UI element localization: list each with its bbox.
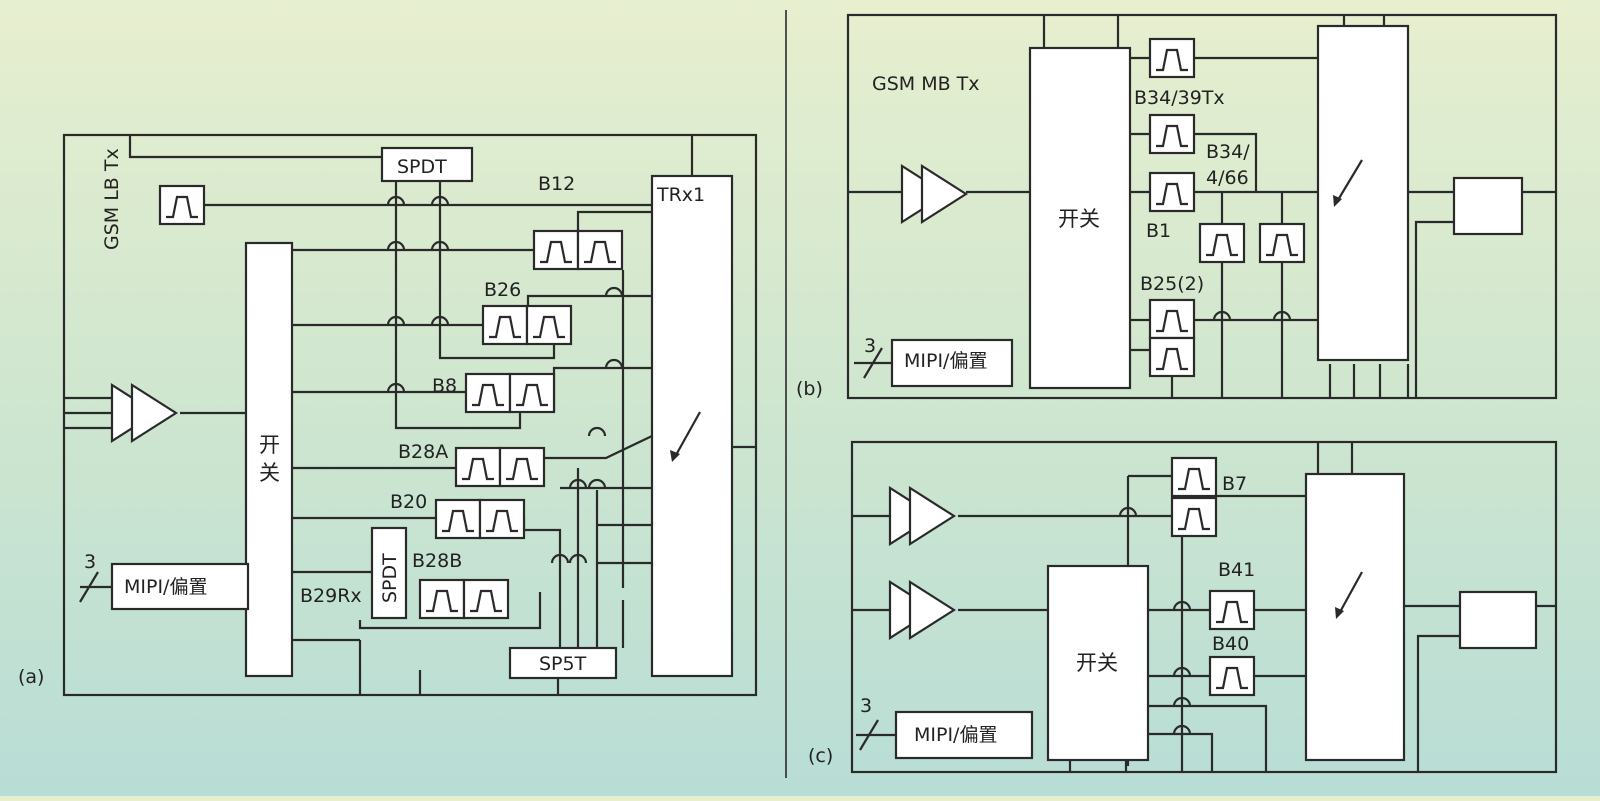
panel-c-output-switch — [1458, 590, 1538, 650]
panel-a-filter-b20-2 — [478, 498, 526, 540]
panel-a-band-b26: B26 — [484, 279, 521, 301]
panel-b-filter-x1 — [1198, 222, 1246, 264]
panel-b-filter-b25-2 — [1148, 336, 1196, 378]
panel-a-trx-label: TRx1 — [656, 184, 705, 206]
panel-a-filter-gsm — [158, 184, 206, 226]
panel-b-switch-label: 开关 — [1058, 207, 1100, 231]
panel-c-switch — [1046, 564, 1150, 762]
panel-b-filter-b1 — [1148, 171, 1196, 213]
panel-b-band-b34-line2: 4/66 — [1206, 167, 1249, 189]
panel-b-filter-b25-1 — [1148, 298, 1196, 340]
panel-a-mipi-bus — [79, 571, 112, 603]
panel-a-spdt-top — [380, 146, 474, 183]
panel-a-filter-b8-1 — [464, 372, 512, 414]
panel-b-band-b3439: B34/39Tx — [1134, 87, 1225, 109]
panel-b-tag: (b) — [796, 378, 823, 400]
panel-b-filter-x2 — [1258, 222, 1306, 264]
panel-b-mipi-box — [890, 338, 1014, 388]
panel-c-filter-b40 — [1208, 655, 1256, 697]
panel-a-tuner-arrow — [675, 411, 701, 456]
panel-a-band-b20: B20 — [390, 491, 427, 513]
panel-b-switch — [1028, 46, 1132, 390]
panel-a-filter-b12-2 — [576, 229, 624, 271]
panel-a-filter-b26-1 — [481, 304, 529, 346]
panel-c-amplifier-1 — [888, 486, 956, 546]
panel-a-filter-b12-1 — [532, 229, 580, 271]
panel-a-tag: (a) — [18, 666, 44, 688]
panel-c-tag: (c) — [808, 745, 833, 767]
panel-a-spdt-top-label: SPDT — [397, 156, 447, 178]
panel-a-spdt-mid-label: SPDT — [379, 553, 401, 603]
panel-c-amplifier-2 — [888, 580, 956, 640]
panel-a-switch-label-2: 关 — [259, 461, 280, 485]
panel-a-filter-b28a-1 — [454, 446, 502, 488]
panel-a-sp5t — [508, 646, 618, 680]
panel-b-filter-b3439 — [1148, 37, 1196, 79]
panel-a-band-b12: B12 — [538, 173, 575, 195]
panel-a-switch-label-1: 开 — [259, 433, 280, 457]
panel-c-band-b7: B7 — [1222, 473, 1247, 495]
panel-a-spdt-mid — [370, 526, 408, 620]
panel-b-mipi-label: MIPI/偏置 — [904, 350, 987, 372]
panel-a-sp5t-label: SP5T — [539, 653, 587, 675]
panel-a-band-b8: B8 — [432, 375, 457, 397]
panel-c-tuner — [1304, 472, 1406, 762]
panel-a-switch — [244, 241, 294, 678]
panel-a: (a) GSM LB Tx 开 关 SPDT SPDT SP5T TRx1 MI… — [18, 133, 758, 697]
panel-b: (b) GSM MB Tx 开关 MIPI/偏置 3 B34/39Tx B34/… — [796, 13, 1558, 400]
panel-c: (c) 开关 MIPI/偏置 3 B7 B41 B40 — [808, 440, 1558, 774]
panel-b-band-b34-line1: B34/ — [1206, 141, 1250, 163]
panel-a-mipi-label: MIPI/偏置 — [124, 576, 207, 598]
panel-b-band-b25: B25(2) — [1140, 273, 1204, 295]
panel-c-band-b41: B41 — [1218, 559, 1255, 581]
panel-b-filter-b34 — [1148, 113, 1196, 155]
panel-b-frame — [846, 13, 1558, 400]
panel-a-mipi-count: 3 — [84, 551, 96, 573]
panel-b-tuner — [1316, 24, 1410, 362]
panel-a-gsm-label: GSM LB Tx — [101, 148, 123, 250]
panel-a-band-b28a: B28A — [398, 441, 448, 463]
panel-a-filter-b20-1 — [434, 498, 482, 540]
panel-c-band-b40: B40 — [1212, 633, 1249, 655]
panel-b-mipi-count: 3 — [864, 335, 876, 357]
panel-c-filter-b41 — [1208, 589, 1256, 631]
panel-b-mipi-bus — [854, 347, 892, 379]
panel-b-output-switch — [1452, 176, 1524, 236]
panel-b-band-b1: B1 — [1146, 220, 1171, 242]
panel-a-band-b29: B29Rx — [300, 585, 362, 607]
panel-a-amplifier — [110, 383, 178, 443]
panel-a-filter-b26-2 — [525, 304, 573, 346]
panel-b-tuner-arrow — [1337, 159, 1363, 201]
panel-c-mipi-label: MIPI/偏置 — [914, 724, 997, 746]
panel-a-filter-b28b-1 — [418, 578, 466, 620]
panel-b-gsm-label: GSM MB Tx — [872, 73, 980, 95]
panel-c-switch-label: 开关 — [1076, 651, 1118, 675]
panel-a-band-b28b: B28B — [412, 550, 462, 572]
panel-a-frame — [62, 133, 758, 697]
panel-c-filter-b7-1 — [1170, 456, 1218, 498]
panel-a-filter-b28a-2 — [498, 446, 546, 488]
panel-c-mipi-count: 3 — [860, 695, 872, 717]
panel-c-tuner-arrow — [1339, 571, 1363, 613]
panel-c-mipi-bus — [856, 719, 896, 751]
panel-a-filter-b8-2 — [508, 372, 556, 414]
panel-a-filter-b28b-2 — [462, 578, 510, 620]
panel-b-amplifier — [900, 164, 968, 224]
panel-c-filter-b7-2 — [1170, 496, 1218, 538]
